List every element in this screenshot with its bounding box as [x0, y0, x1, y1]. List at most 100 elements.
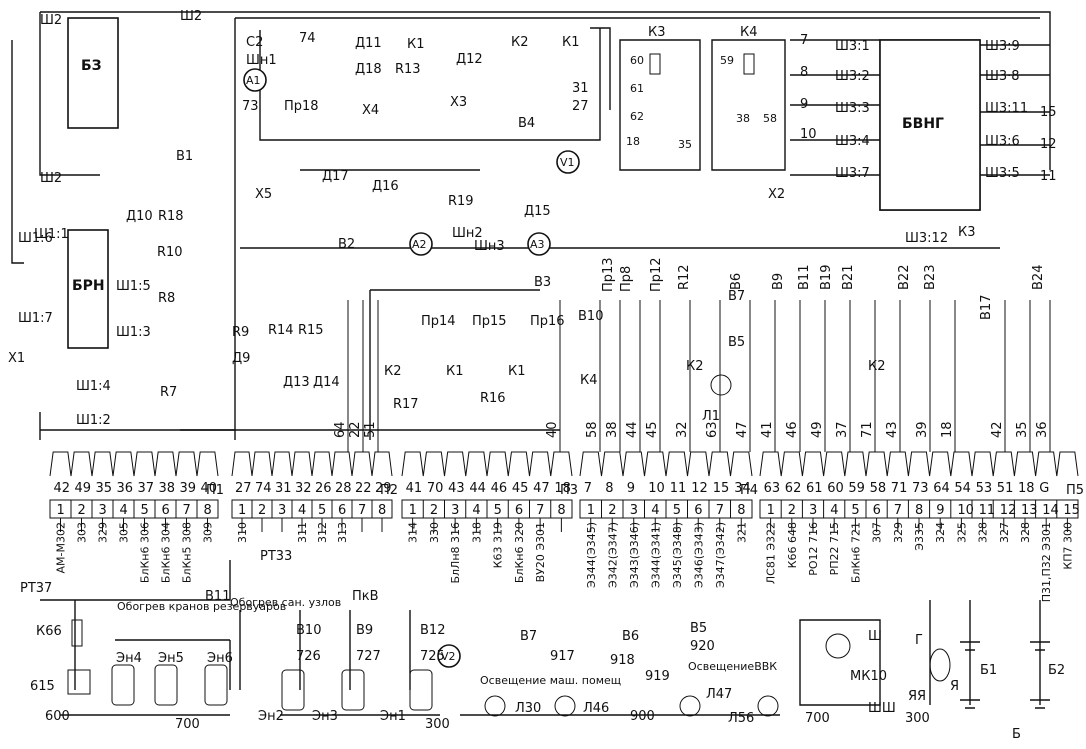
pin-wire-bottom: 303 — [76, 522, 89, 543]
pin-wire-bottom: 321 — [735, 522, 748, 543]
heater-en6: Эн6 — [204, 651, 233, 706]
switch-v22: В22 — [897, 265, 912, 290]
sh1-7: Ш1:7 — [18, 311, 53, 326]
pin-wire-top: 45 — [512, 481, 529, 496]
pin-wire-bottom: Э335 — [913, 522, 926, 551]
block-bvng: БВНГ — [879, 39, 981, 211]
pin-number: 6 — [694, 503, 702, 518]
pin-wire-top: 31 — [275, 481, 292, 496]
generator-icon — [929, 648, 951, 682]
switch-v4-label: В4 — [518, 116, 535, 131]
light-vvk-label: ОсвещениеВВК — [688, 660, 777, 673]
switch-v9: В10 — [578, 309, 603, 324]
sh3-3: Ш3:3 — [835, 101, 870, 116]
wire-number: 58 — [585, 421, 600, 438]
pin-wire-bottom: КП7 300 — [1061, 522, 1074, 570]
pin-wire-bottom: Э344(Э345) — [585, 522, 598, 588]
x5-label: Х5 — [255, 187, 272, 202]
switch-v6: В6 — [729, 273, 744, 290]
lamp-l1: Л1 — [702, 409, 720, 424]
pin-number: 4 — [830, 503, 838, 518]
a1-label: A1 — [246, 74, 261, 87]
switch-v23: В23 — [923, 265, 938, 290]
pin-wire-top: 61 — [806, 481, 823, 496]
connector-housing — [579, 451, 753, 477]
pin-number: 11 — [979, 503, 996, 518]
a3-label: A3 — [530, 238, 545, 251]
wire-number: 22 — [348, 421, 363, 438]
heater-en6-label: Эн6 — [207, 651, 233, 666]
pin-wire-top: 47 — [533, 481, 550, 496]
pin-wire-bottom: БлКн6 320 — [513, 522, 526, 583]
pin-wire-bottom: БлКн5 308 — [181, 522, 194, 583]
wire-7: 7 — [800, 33, 808, 48]
r12-label: R12 — [677, 264, 692, 290]
heater-en5-label: Эн5 — [158, 651, 184, 666]
pin-wire-top: 71 — [891, 481, 908, 496]
r19-label: R19 — [448, 194, 474, 209]
wire-919: 919 — [645, 669, 670, 684]
connector-name: П4 — [740, 483, 758, 498]
pin-wire-bottom: БлКн6 306 — [139, 522, 152, 583]
wire-number: 39 — [915, 421, 930, 438]
k3-contact-61: 61 — [630, 82, 644, 95]
a2-label: A2 — [412, 238, 427, 251]
r9-label: R9 — [232, 325, 249, 340]
sh3-8: Ш3·8 — [985, 69, 1020, 84]
pin-wire-bottom: К66 648 — [786, 522, 799, 568]
r18-label: R18 — [158, 209, 184, 224]
k4-coil — [743, 53, 755, 75]
pin-wire-bottom: Э347(Э342) — [714, 522, 727, 588]
pin-wire-bottom: 312 — [316, 522, 329, 543]
light-rooms-label: Освещение маш. помещ — [480, 674, 621, 687]
wire-74: 74 — [299, 31, 316, 46]
wire-9: 9 — [800, 97, 808, 112]
sh1-4: Ш1:4 — [76, 379, 111, 394]
pin-wire-bottom: РП22 715 — [828, 522, 841, 575]
pin-wire-bottom: БлКн6 721 — [849, 522, 862, 583]
shn3-label: Шн3 — [474, 239, 505, 254]
fuse-pr18-label: Пр18 — [284, 99, 319, 114]
mk10-label: МК10 — [850, 669, 887, 684]
wire-300-b: 300 — [905, 711, 930, 726]
heater-en4: Эн4 — [111, 651, 142, 706]
bz-block — [67, 17, 119, 129]
ammeter-a1 — [243, 68, 267, 92]
sh3-2: Ш3:2 — [835, 69, 870, 84]
pin-number: 7 — [536, 503, 544, 518]
ya-label: Я — [950, 679, 959, 694]
pin-number: 1 — [767, 503, 775, 518]
k1-contact-label-2: К1 — [446, 364, 464, 379]
relay-k3: К3 60 61 62 35 18 — [626, 25, 692, 151]
pin-number: 8 — [737, 503, 745, 518]
pin-number: 5 — [318, 503, 326, 518]
pin-number: 8 — [204, 503, 212, 518]
pin-wire-bottom: 313 — [336, 522, 349, 543]
k3-contact-60: 60 — [630, 54, 644, 67]
wire-918: 918 — [610, 653, 635, 668]
fuse-pr15-label: Пр15 — [472, 314, 507, 329]
k2-contact-label-3: К2 — [868, 359, 886, 374]
k3-contact-18: 18 — [626, 135, 640, 148]
pin-number: 12 — [1000, 503, 1017, 518]
sh-label: Ш — [868, 629, 882, 644]
pin-wire-top: 27 — [235, 481, 252, 496]
x4-label: Х4 — [362, 103, 379, 118]
pin-wire-bottom: БлЛн8 316 — [449, 522, 462, 584]
r8-label: R8 — [158, 291, 175, 306]
sh1-5: Ш1:5 — [116, 279, 151, 294]
block-brn: БРН — [67, 229, 109, 349]
wire-27: 27 — [572, 99, 589, 114]
pin-wire-bottom: 309 — [202, 522, 215, 543]
pin-wire-top: 51 — [997, 481, 1014, 496]
sh3-6: Ш3:6 — [985, 134, 1020, 149]
bottom-section: РТ37 К66 615 600 Обогрев кранов резервуа… — [20, 549, 1065, 742]
r14-label: R14 — [268, 323, 294, 338]
heater-en4-body — [111, 664, 135, 706]
pin-wire-top: 28 — [335, 481, 352, 496]
pin-wire-top: 18 — [1018, 481, 1035, 496]
wire-number: 32 — [675, 421, 690, 438]
sh1-3: Ш1:3 — [116, 325, 151, 340]
